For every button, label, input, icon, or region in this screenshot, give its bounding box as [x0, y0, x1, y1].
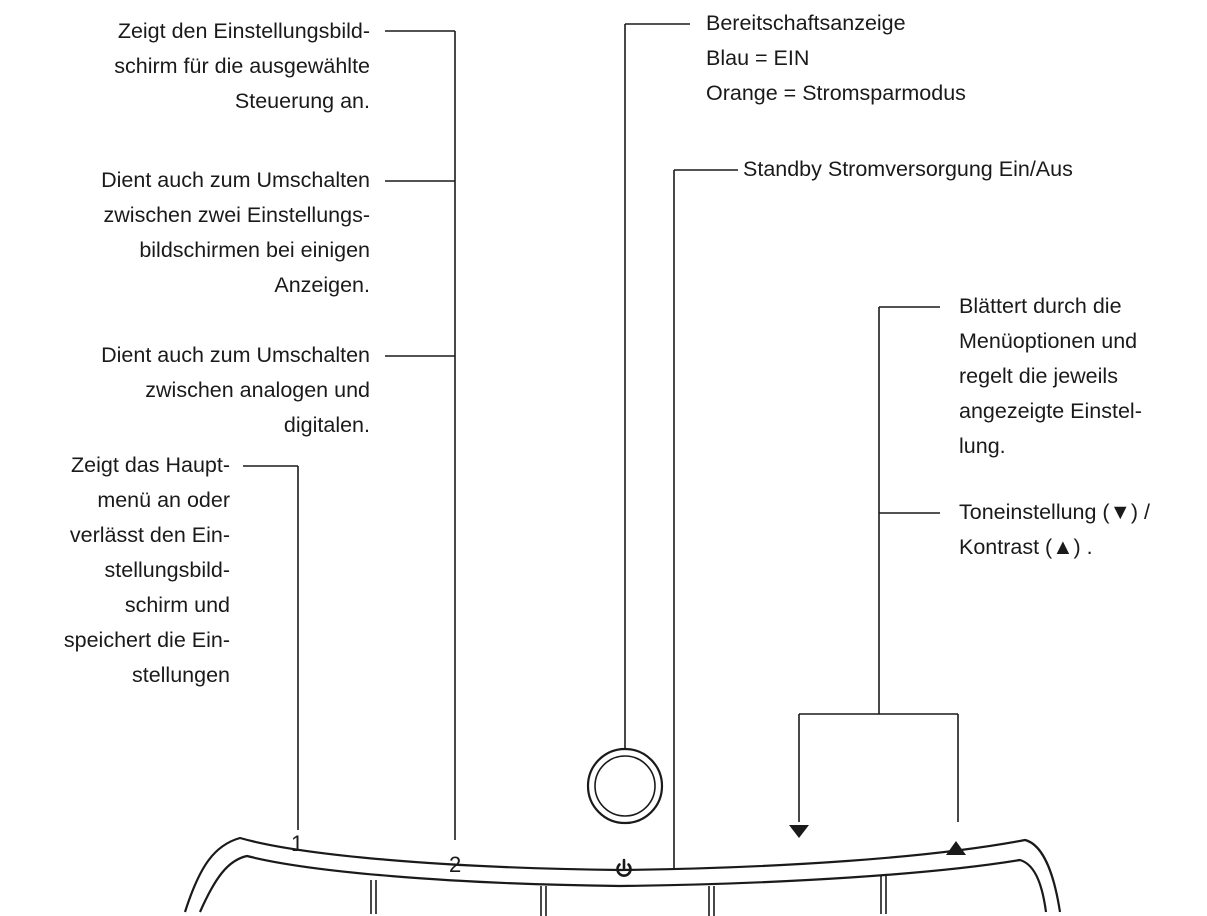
annotation-settings-screen: Zeigt den Einstellungsbild- schirm für d…: [114, 19, 370, 113]
power-icon[interactable]: [616, 858, 632, 877]
down-arrow-icon[interactable]: [789, 825, 809, 838]
annotation-menu-scroll: Blättert durch die Menüoptionen und rege…: [959, 294, 1142, 458]
indicator-led-inner: [594, 755, 656, 817]
button-separators: [370, 876, 887, 916]
annotation-standby-indicator: Bereitschaftsanzeige Blau = EIN Orange =…: [706, 11, 966, 105]
button-1-label[interactable]: 1: [291, 831, 304, 856]
leader-lines-arrows: [798, 306, 959, 822]
annotation-toggle-analog-digital: Dient auch zum Umschalten zwischen analo…: [101, 343, 370, 437]
leader-line-button-1: [243, 465, 299, 830]
indicator-led-outer: [586, 747, 664, 825]
button-2-label[interactable]: 2: [449, 852, 462, 877]
annotation-toggle-screens: Dient auch zum Umschalten zwischen zwei …: [101, 168, 370, 297]
up-arrow-icon[interactable]: [946, 841, 966, 855]
leader-lines-button-2: [385, 30, 456, 840]
annotation-standby-power: Standby Stromversorgung Ein/Aus: [743, 157, 1073, 181]
annotation-tone-contrast: Toneinstellung (▼) / Kontrast (▲) .: [959, 500, 1150, 559]
annotation-main-menu: Zeigt das Haupt- menü an oder verlässt d…: [63, 453, 230, 687]
leader-line-indicator: [624, 23, 690, 750]
leader-line-power: [673, 169, 738, 870]
control-bezel: [183, 836, 1062, 913]
